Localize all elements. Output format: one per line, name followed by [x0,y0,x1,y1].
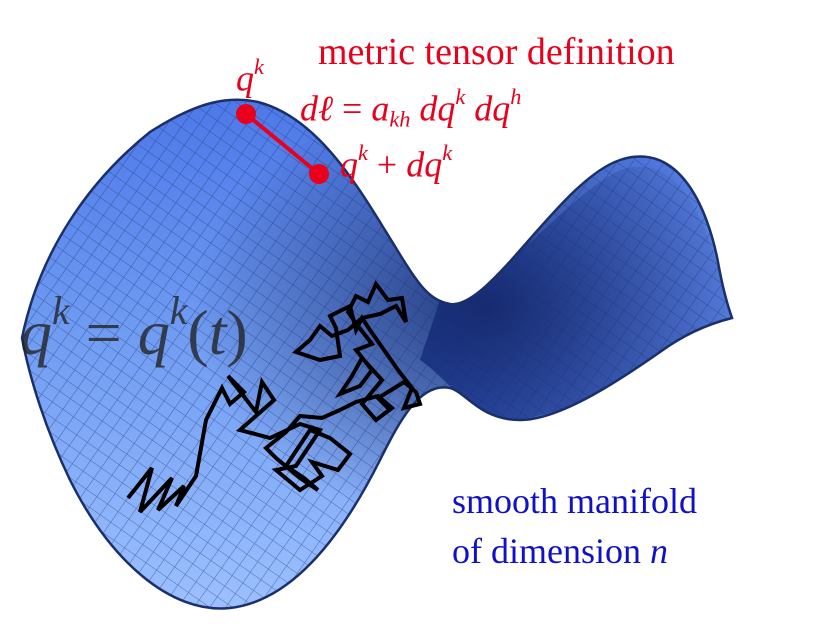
metric-title: metric tensor definition [318,31,675,73]
manifold-label-line1: smooth manifold [452,481,697,521]
metric-segment [244,112,321,176]
point-q-label: qk [236,54,264,99]
point-q [236,104,256,124]
manifold-label-line2: of dimension n [452,531,668,571]
random-walk-path [126,280,423,514]
point-q-plus-dq [309,164,329,184]
path-equation: qk = qk(t) [20,289,248,368]
point-q-dq-label: qk + dqk [340,140,453,185]
metric-equation: dℓ = akh dqk dqh [300,84,522,132]
